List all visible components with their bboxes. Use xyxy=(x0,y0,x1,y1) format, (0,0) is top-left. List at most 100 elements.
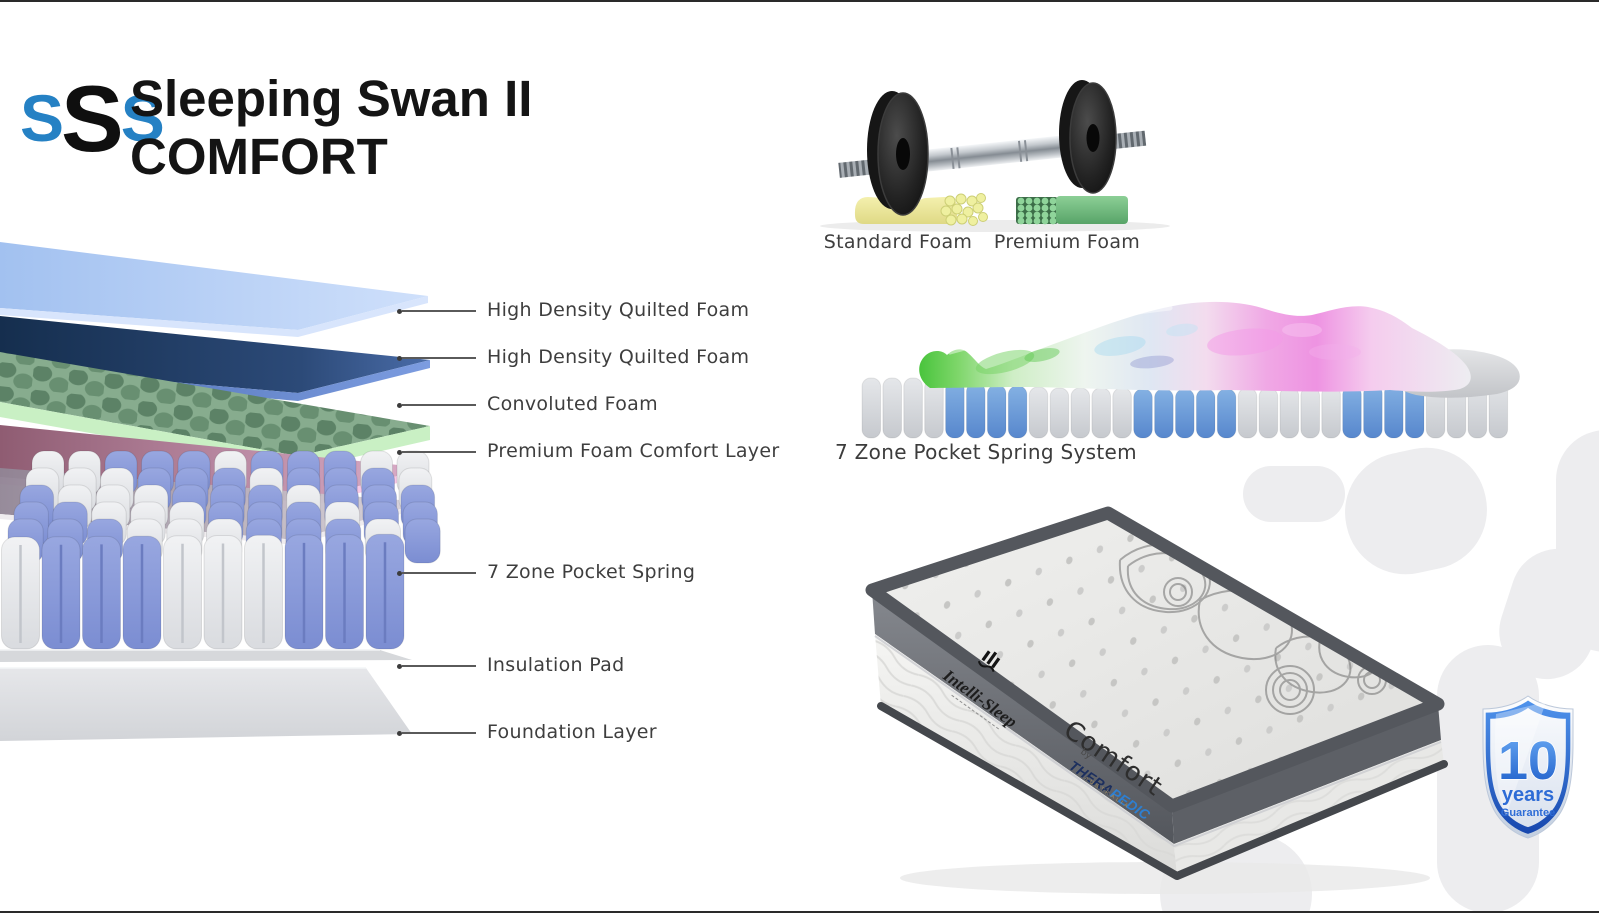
pocket-spring-blue xyxy=(1384,383,1404,439)
pillowtop-rim xyxy=(865,506,1445,813)
layer-convoluted-foam-base xyxy=(0,402,430,470)
page-title: Sleeping Swan II COMFORT xyxy=(130,70,532,186)
sleeping-body xyxy=(919,301,1471,392)
pocket-spring-gray xyxy=(882,377,903,439)
pocket-spring-gray xyxy=(1300,386,1321,439)
layer-foundation xyxy=(0,668,412,741)
mattress-product-photo: Intelli-Sleep Comfort by THERAPEDIC AUST… xyxy=(865,506,1448,894)
premium-foam-cell-balls xyxy=(1017,197,1057,225)
pocket-spring-gray xyxy=(1112,387,1132,439)
standard-foam-cell-balls xyxy=(940,193,988,226)
pillowtop-band-left xyxy=(872,590,1174,844)
shield-gloss xyxy=(1495,702,1546,816)
title-line-2: COMFORT xyxy=(130,128,388,185)
badge-number: 10 xyxy=(1498,731,1558,791)
layer-quilted-foam-top xyxy=(0,242,428,330)
callout-dot xyxy=(397,663,402,669)
standard-foam-label: Standard Foam xyxy=(823,231,973,253)
callout-line xyxy=(402,665,476,667)
logo-letter: S xyxy=(20,81,65,155)
callout-convoluted-foam: Convoluted Foam xyxy=(397,393,658,416)
badge-unit: years xyxy=(1502,784,1554,806)
pocket-spring-gray xyxy=(1091,387,1112,439)
pocket-spring-blue xyxy=(1154,388,1174,439)
brand-logo: S S S xyxy=(20,72,165,166)
pocket-spring-block xyxy=(1,450,441,650)
layer-quilted-foam-edge xyxy=(0,296,428,337)
pocket-spring-blue xyxy=(1216,388,1237,439)
callout-label: Foundation Layer xyxy=(487,721,657,743)
pocket-spring-gray xyxy=(1321,385,1341,439)
zone-spring-caption: 7 Zone Pocket Spring System xyxy=(835,440,1137,464)
pocket-spring-blue xyxy=(1007,385,1028,439)
bar-grooves xyxy=(950,140,1029,170)
mattress-side-left-texture xyxy=(875,634,1177,876)
pocket-spring-gray xyxy=(1070,387,1091,439)
pocket-spring-blue xyxy=(1175,388,1195,439)
premium-foam-block xyxy=(1056,196,1128,224)
mattress-shadow xyxy=(900,862,1430,894)
wheel-hub xyxy=(1086,124,1100,152)
dumbbell-wheel-right xyxy=(1059,80,1117,194)
layer-convoluted-foam-bumps xyxy=(0,352,430,456)
layer-quilted-foam-dark-edge xyxy=(0,360,430,401)
callout-quilted-foam-2: High Density Quilted Foam xyxy=(397,346,750,369)
callout-dot xyxy=(397,402,402,408)
callout-line xyxy=(402,732,476,734)
pocket-spring-blue xyxy=(986,384,1007,439)
callout-line xyxy=(402,451,476,453)
pocket-spring-gray xyxy=(1279,386,1300,439)
standard-foam-block xyxy=(854,197,957,224)
callout-dot xyxy=(397,449,402,455)
logo-letter: S xyxy=(120,81,165,155)
dumbbell-wheel-left xyxy=(867,91,929,216)
callout-line xyxy=(402,572,476,574)
coil-icon xyxy=(977,650,1001,672)
dumbbell-bar xyxy=(886,132,1095,176)
page-top-border xyxy=(0,0,1599,2)
callout-dot xyxy=(397,308,402,314)
zone-spring-illustration xyxy=(861,301,1520,439)
callout-dot xyxy=(397,730,402,736)
callout-label: Convoluted Foam xyxy=(487,393,658,415)
callout-line xyxy=(402,404,476,406)
callout-label: High Density Quilted Foam xyxy=(487,346,750,368)
band-piping xyxy=(874,635,1442,848)
pocket-spring-gray xyxy=(861,377,882,439)
callout-premium-foam: Premium Foam Comfort Layer xyxy=(397,440,780,463)
pocket-spring-blue xyxy=(1363,384,1383,439)
title-line-1: Sleeping Swan II xyxy=(130,70,533,127)
callout-label: Insulation Pad xyxy=(487,654,625,676)
callout-label: High Density Quilted Foam xyxy=(487,299,750,321)
pocket-spring-blue xyxy=(1195,388,1216,439)
pocket-spring-blue xyxy=(966,382,986,439)
callout-label: Premium Foam Comfort Layer xyxy=(487,440,780,462)
pocket-spring-blue xyxy=(945,380,965,439)
pocket-spring-blue xyxy=(1342,385,1362,439)
pocket-spring-gray xyxy=(1049,387,1070,439)
pillowtop-band-right xyxy=(1172,704,1441,844)
body-marble-swirls xyxy=(947,305,1361,375)
callout-insulation-pad: Insulation Pad xyxy=(397,654,625,677)
pocket-spring-gray xyxy=(1237,387,1258,439)
callout-line xyxy=(402,310,476,312)
page-bottom-border xyxy=(0,911,1599,913)
background-blob xyxy=(1243,466,1345,522)
callout-line xyxy=(402,357,476,359)
layer-insulation-pad xyxy=(0,650,412,662)
premium-foam-label: Premium Foam xyxy=(993,231,1141,253)
callout-dot xyxy=(397,355,402,361)
pocket-spring-gray xyxy=(1258,387,1279,439)
pocket-spring-back xyxy=(404,518,441,564)
mattress-layer-diagram xyxy=(0,242,441,741)
zone-spring-row xyxy=(861,376,1509,439)
foam-comparison-illustration xyxy=(820,80,1170,232)
callout-label: 7 Zone Pocket Spring xyxy=(487,561,696,583)
guarantee-badge: 10 years Guarantee xyxy=(1482,695,1574,839)
wheel-hub xyxy=(896,138,910,170)
mattress-base-edge xyxy=(877,702,1448,880)
callout-dot xyxy=(397,570,402,576)
callout-pocket-spring: 7 Zone Pocket Spring xyxy=(397,561,696,584)
pocket-spring-gray xyxy=(903,377,923,439)
